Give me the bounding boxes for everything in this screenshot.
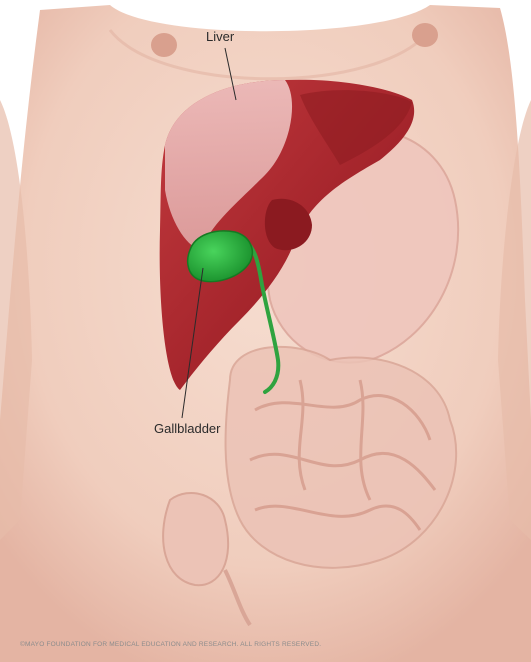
liver-label: Liver bbox=[206, 29, 234, 44]
copyright-credit: ©MAYO FOUNDATION FOR MEDICAL EDUCATION A… bbox=[20, 641, 321, 648]
left-nipple bbox=[151, 33, 177, 57]
intestines bbox=[226, 347, 457, 568]
gallbladder-label: Gallbladder bbox=[154, 421, 221, 436]
right-nipple bbox=[412, 23, 438, 47]
